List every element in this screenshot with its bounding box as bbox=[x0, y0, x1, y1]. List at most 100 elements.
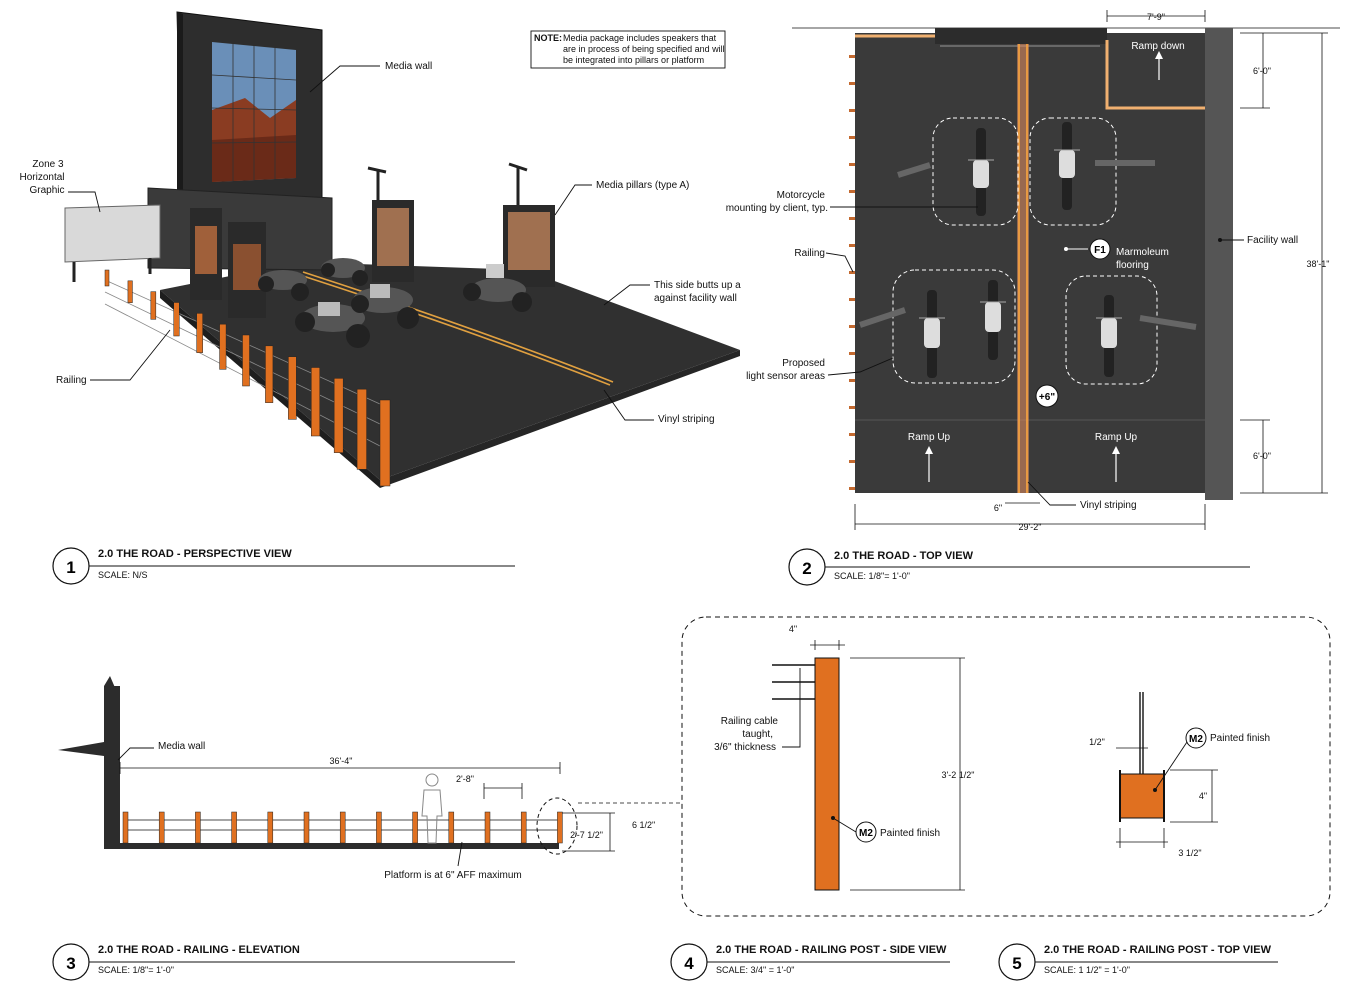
media-pillar-center bbox=[367, 166, 414, 282]
label-marmoleum-l1: Marmoleum bbox=[1116, 247, 1169, 258]
label-cable-l2: taught, bbox=[742, 729, 773, 740]
perspective-railing-post bbox=[150, 291, 157, 320]
perspective-railing-post bbox=[127, 280, 133, 303]
perspective-railing-post bbox=[356, 388, 367, 470]
label-marmoleum-l2: flooring bbox=[1116, 260, 1149, 271]
m2-tag-top-text: M2 bbox=[1189, 734, 1203, 745]
media-pillar-left bbox=[190, 208, 266, 318]
perspective-railing-post bbox=[333, 378, 344, 453]
perspective-railing-post bbox=[219, 323, 227, 370]
railing-stub bbox=[849, 82, 855, 85]
perspective-railing-post bbox=[311, 367, 320, 437]
human-figure bbox=[421, 773, 443, 844]
label-platform: Platform is at 6" AFF maximum bbox=[384, 870, 521, 881]
post-top-body bbox=[1119, 773, 1165, 819]
view-number-1: 1 bbox=[66, 558, 75, 577]
elevation-post bbox=[412, 811, 418, 844]
post-side-view: Railing cable taught, 3/6" thickness 4" … bbox=[714, 624, 974, 891]
bike-top-2 bbox=[1054, 122, 1080, 210]
dim-elev-platform: 6 1/2" bbox=[632, 820, 655, 830]
railing-stub bbox=[849, 487, 855, 490]
top-view: Ramp down Ramp Up Ramp Up F1 Marmoleum f… bbox=[726, 10, 1340, 532]
dim-top-width: 3 1/2" bbox=[1178, 848, 1201, 858]
perspective-view: Media wall Zone 3 Horizontal Graphic Med… bbox=[19, 11, 741, 488]
label-side-butts-l1: This side butts up a bbox=[654, 280, 741, 291]
label-cable-l1: Railing cable bbox=[721, 716, 779, 727]
view-scale-3: SCALE: 1/8"= 1'-0" bbox=[98, 965, 174, 975]
elevation-post bbox=[339, 811, 346, 844]
label-cable-l3: 3/6" thickness bbox=[714, 742, 776, 753]
bike-top-4 bbox=[980, 280, 1006, 360]
dim-top: 7'-9" bbox=[1147, 12, 1165, 22]
view-scale-1: SCALE: N/S bbox=[98, 570, 148, 580]
label-motorcycle-l1: Motorcycle bbox=[777, 190, 826, 201]
dim-post-width: 4" bbox=[789, 624, 797, 634]
bike-top-1 bbox=[968, 128, 994, 216]
label-facility-wall: Facility wall bbox=[1247, 235, 1298, 246]
label-sensor-l1: Proposed bbox=[782, 358, 825, 369]
label-top-finish: Painted finish bbox=[1210, 733, 1270, 744]
view-scale-5: SCALE: 1 1/2" = 1'-0" bbox=[1044, 965, 1130, 975]
label-railing-top: Railing bbox=[794, 248, 825, 259]
media-wall-screen bbox=[211, 42, 297, 182]
label-ramp-up-left: Ramp Up bbox=[908, 432, 951, 443]
elevation-post bbox=[557, 811, 563, 844]
view-number-3: 3 bbox=[66, 954, 75, 973]
label-motorcycle-l2: mounting by client, typ. bbox=[726, 203, 828, 214]
ramp-down-border bbox=[1105, 40, 1205, 110]
elevation-post bbox=[448, 811, 455, 844]
bike-top-3 bbox=[919, 290, 945, 378]
elevation-posts bbox=[122, 811, 563, 844]
railing-stub bbox=[849, 190, 855, 193]
elevation-media-wall bbox=[104, 686, 120, 848]
perspective-railing-post bbox=[265, 345, 274, 403]
perspective-railing-post bbox=[379, 399, 391, 487]
label-zone3-l2: Horizontal bbox=[19, 172, 64, 183]
view-title-3: 2.0 THE ROAD - RAILING - ELEVATION bbox=[98, 944, 300, 956]
dim-width: 29'-2" bbox=[1019, 522, 1042, 532]
note-line-3: be integrated into pillars or platform bbox=[563, 55, 704, 65]
railing-stub bbox=[849, 325, 855, 328]
bike-top-5 bbox=[1096, 295, 1122, 377]
railing-stub bbox=[849, 352, 855, 355]
sensor-area-2 bbox=[1029, 117, 1117, 226]
dim-top-cable: 1/2" bbox=[1089, 737, 1105, 747]
view-title-4: 2.0 THE ROAD - RAILING POST - SIDE VIEW bbox=[716, 944, 947, 956]
elevation-post bbox=[122, 811, 129, 844]
label-ramp-down: Ramp down bbox=[1131, 41, 1184, 52]
elevation-post bbox=[484, 811, 491, 844]
title-block-1: 1 2.0 THE ROAD - PERSPECTIVE VIEW SCALE:… bbox=[52, 547, 515, 585]
m2-tag-side-text: M2 bbox=[859, 828, 873, 839]
post-top-view: M2 Painted finish 1/2" 4" 3 1/2" bbox=[1089, 692, 1270, 858]
view-number-4: 4 bbox=[684, 954, 694, 973]
dim-elev-spacing: 2'-8" bbox=[456, 774, 474, 784]
zone3-graphic-panel bbox=[64, 204, 161, 263]
title-block-3: 3 2.0 THE ROAD - RAILING - ELEVATION SCA… bbox=[52, 943, 515, 981]
center-stripe bbox=[1017, 44, 1029, 493]
perspective-railing-post bbox=[242, 334, 250, 387]
dim-overall-right: 38'-1" bbox=[1307, 259, 1330, 269]
sensor-arms bbox=[859, 160, 1197, 330]
title-block-5: 5 2.0 THE ROAD - RAILING POST - TOP VIEW… bbox=[998, 943, 1278, 981]
sensor-area-3 bbox=[892, 269, 1016, 384]
note-line-1: Media package includes speakers that bbox=[563, 33, 717, 43]
label-side-butts-l2: against facility wall bbox=[654, 293, 737, 304]
label-media-pillars: Media pillars (type A) bbox=[596, 180, 689, 191]
dim-upper-right: 6'-0" bbox=[1253, 66, 1271, 76]
detail-callout-ellipse bbox=[536, 797, 578, 855]
elevation-post bbox=[303, 811, 310, 844]
f1-tag bbox=[1089, 238, 1111, 260]
perspective-railing-post bbox=[104, 269, 110, 287]
label-ramp-up-right: Ramp Up bbox=[1095, 432, 1138, 443]
perspective-railing bbox=[104, 269, 391, 487]
dim-top-depth: 4" bbox=[1199, 791, 1207, 801]
view-title-2: 2.0 THE ROAD - TOP VIEW bbox=[834, 550, 974, 562]
label-elev-media-wall: Media wall bbox=[158, 741, 205, 752]
top-view-facility-wall bbox=[1205, 28, 1233, 500]
dim-elev-length: 36'-4" bbox=[330, 756, 353, 766]
elevation-post bbox=[376, 811, 382, 844]
railing-stub bbox=[849, 433, 855, 436]
view-title-5: 2.0 THE ROAD - RAILING POST - TOP VIEW bbox=[1044, 944, 1272, 956]
label-zone3-l1: Zone 3 bbox=[32, 159, 64, 170]
